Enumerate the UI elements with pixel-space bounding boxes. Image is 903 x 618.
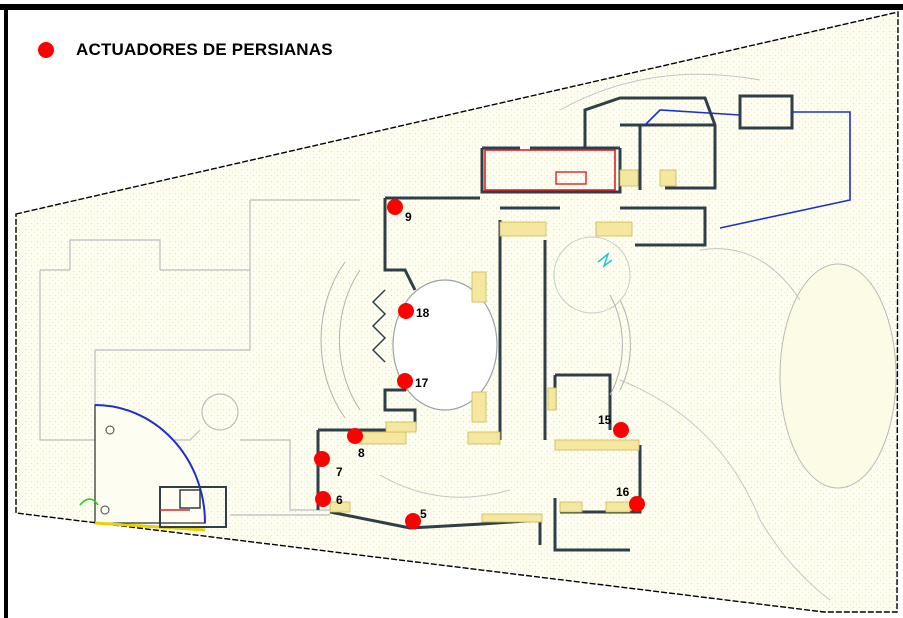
actuator-label-8: 8 — [358, 446, 365, 460]
actuator-markers: 9 18 17 15 8 7 6 5 16 — [314, 199, 645, 529]
actuator-dot-9 — [387, 199, 403, 215]
actuator-label-7: 7 — [336, 465, 343, 479]
legend-label: ACTUADORES DE PERSIANAS — [76, 40, 333, 59]
pavilion — [79, 404, 227, 532]
site-curves — [559, 73, 831, 601]
north-wing — [480, 94, 794, 247]
garden-oval — [779, 263, 897, 489]
actuator-dot-18 — [398, 303, 414, 319]
actuator-label-16: 16 — [616, 485, 630, 499]
actuator-label-17: 17 — [415, 376, 429, 390]
window-jambs — [329, 169, 677, 523]
actuator-dot-6 — [315, 491, 331, 507]
legend-marker-icon — [38, 42, 54, 58]
north-red-room-inner — [555, 171, 587, 185]
north-red-room — [484, 149, 616, 191]
right-bay — [553, 236, 631, 396]
terrace-outlines — [39, 199, 360, 516]
south-arc — [379, 474, 511, 498]
page-border — [0, 4, 903, 618]
actuator-dot-5 — [405, 513, 421, 529]
actuator-label-6: 6 — [336, 493, 343, 507]
actuator-dot-7 — [314, 451, 330, 467]
legend: ACTUADORES DE PERSIANAS — [38, 40, 333, 60]
actuator-dot-16 — [629, 496, 645, 512]
actuator-dot-17 — [397, 373, 413, 389]
blue-service-line — [644, 109, 851, 229]
left-bay — [320, 261, 387, 419]
actuator-dot-15 — [613, 422, 629, 438]
actuator-label-18: 18 — [416, 306, 430, 320]
actuator-label-5: 5 — [420, 507, 427, 521]
actuator-label-15: 15 — [598, 413, 612, 427]
oval-hall — [392, 279, 498, 411]
stair-icon — [597, 251, 613, 269]
actuator-label-9: 9 — [405, 210, 412, 224]
actuator-dot-8 — [347, 428, 363, 444]
